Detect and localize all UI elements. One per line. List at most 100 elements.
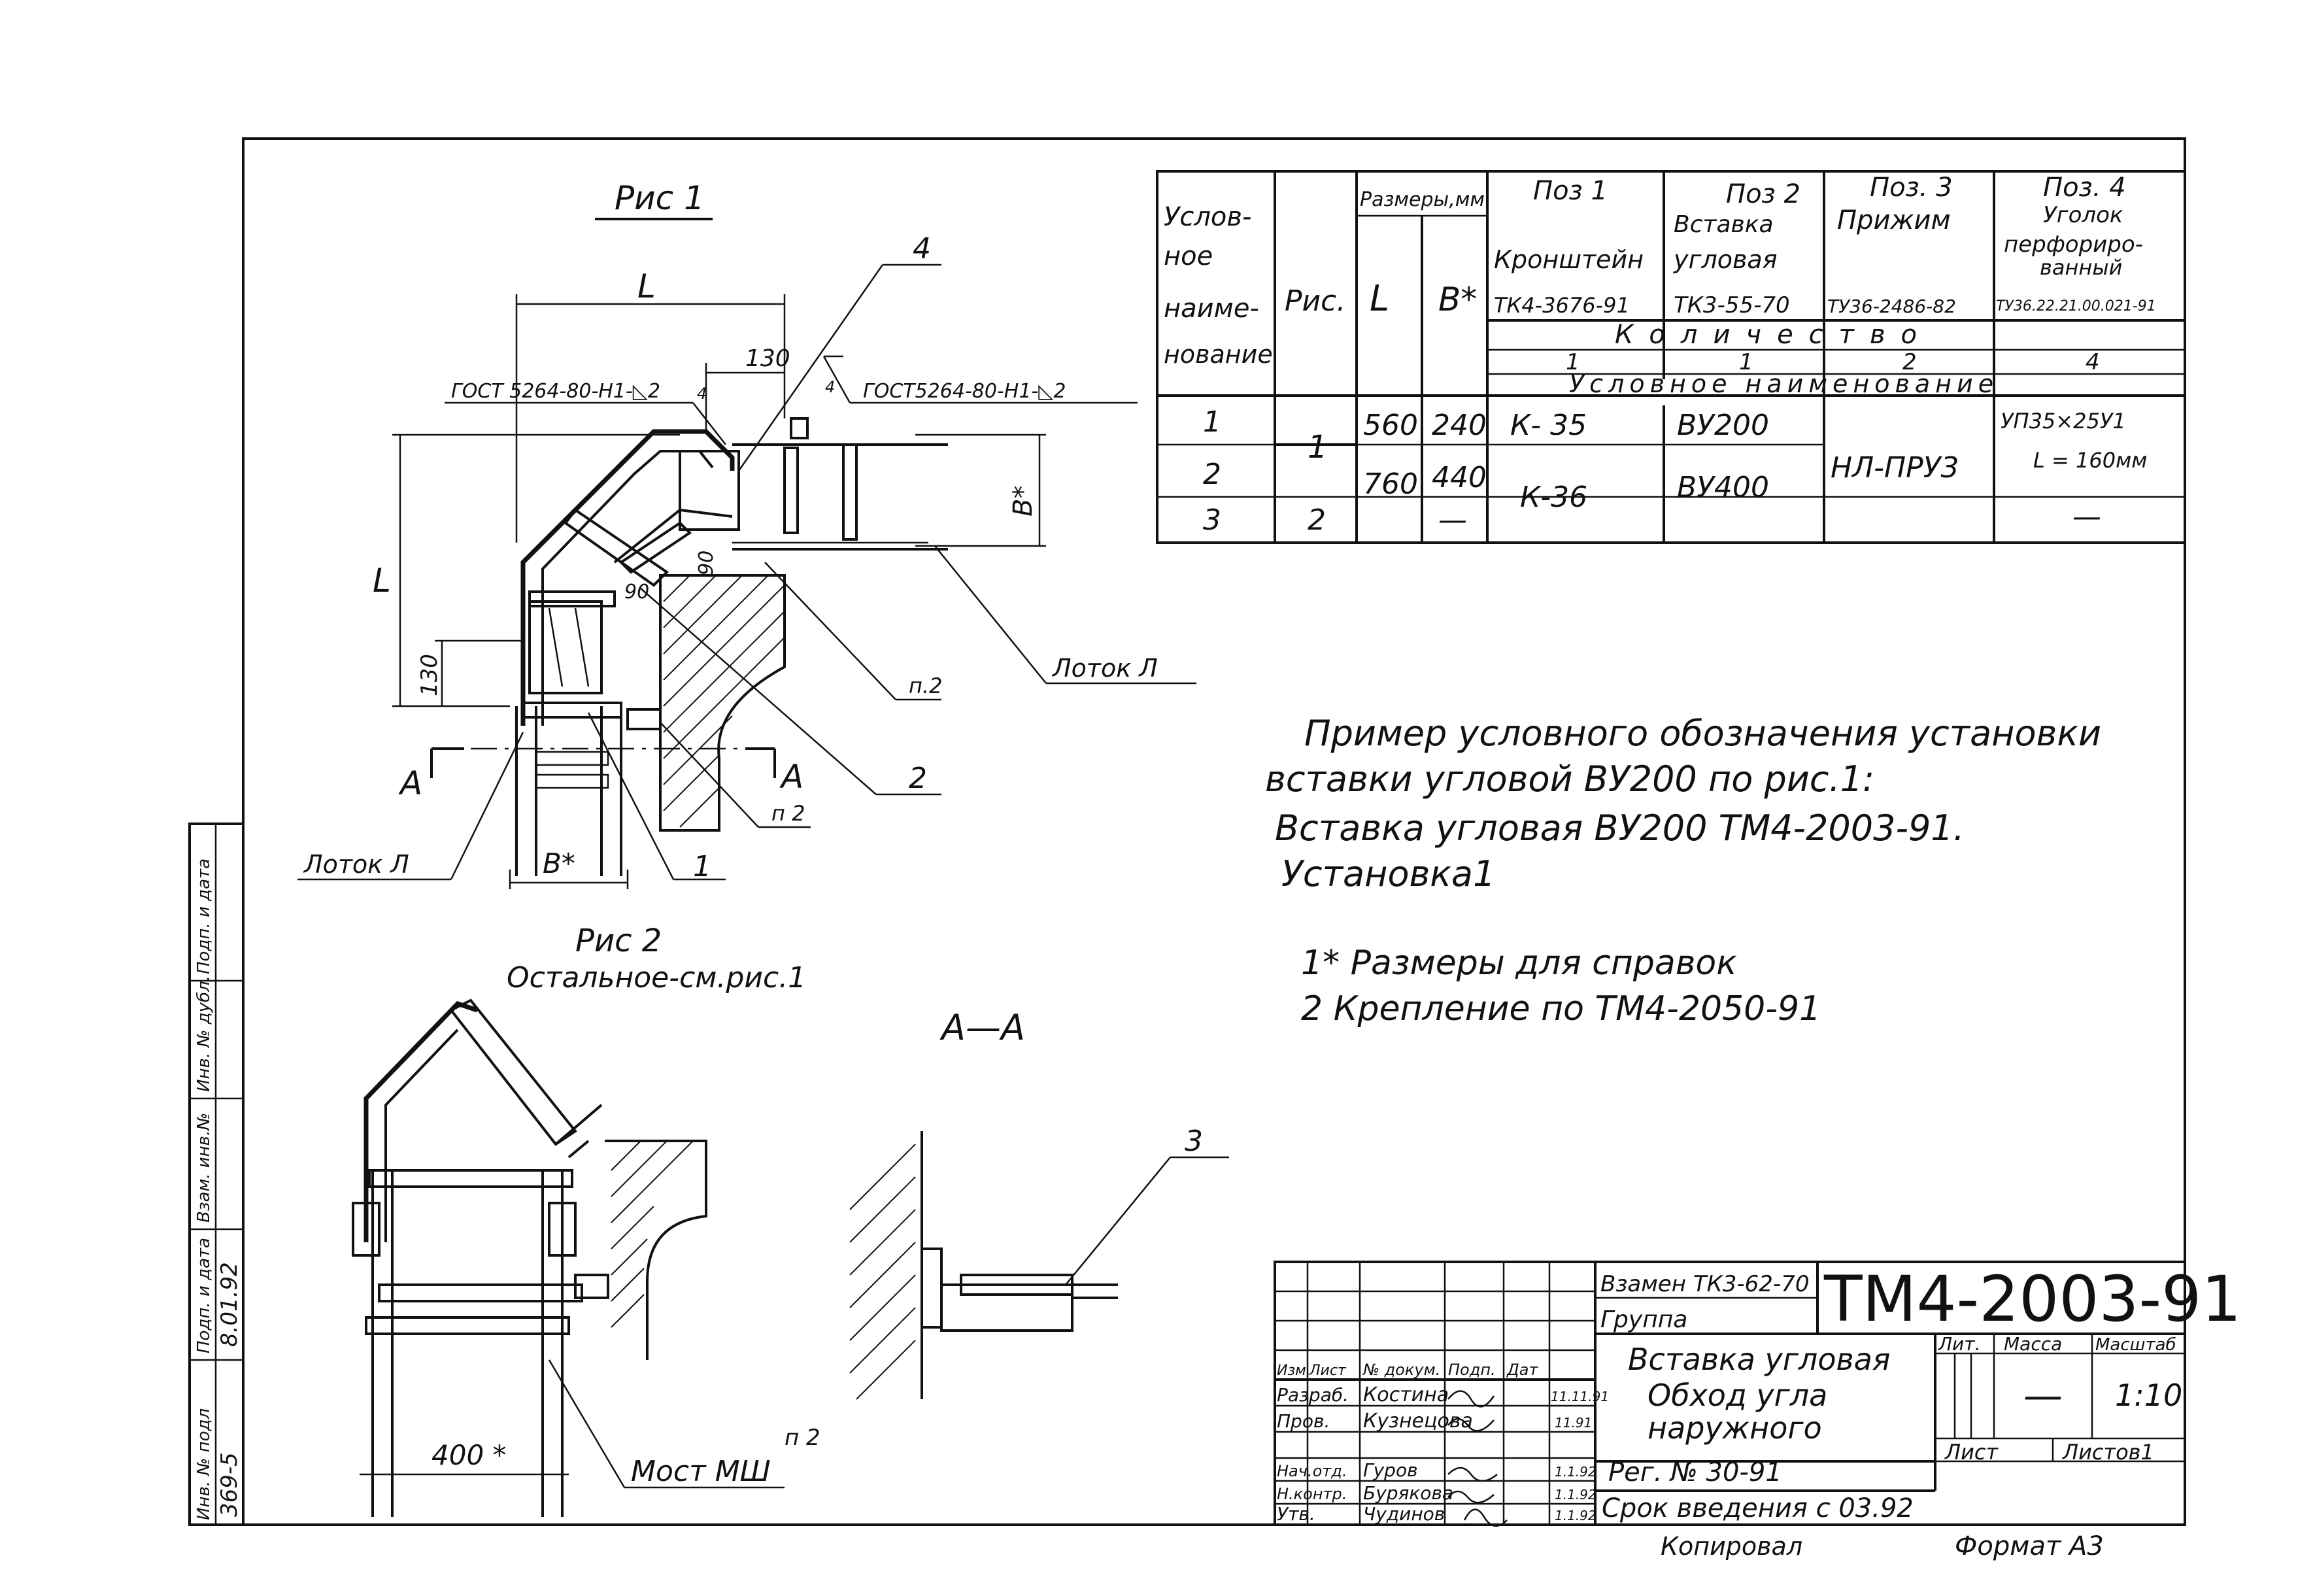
th-naming-2: ное (1164, 241, 1213, 271)
th-pos1-b: Кронштейн (1494, 245, 1644, 274)
tb-name-1: Костина (1363, 1384, 1449, 1406)
tb-date-1: 11.11.91 (1551, 1389, 1609, 1404)
tb-mass-label: Масса (2004, 1333, 2062, 1355)
lotok-right: Лоток Л (1051, 654, 1158, 683)
tb-col-doc: № докум. (1362, 1361, 1440, 1379)
th-pos3-b: Прижим (1837, 205, 1951, 235)
dim-L-top: L (637, 267, 656, 305)
tb-mass-value: — (2023, 1373, 2063, 1419)
wall-hatch-section (849, 1144, 916, 1400)
tb-name-5: Бурякова (1363, 1482, 1453, 1504)
stamp-inv-value: 369-5 (216, 1452, 243, 1517)
tb-reg: Рег. № 30-91 (1608, 1457, 1782, 1487)
signature-4 (1447, 1490, 1495, 1504)
th-naming-4: нование (1164, 340, 1273, 369)
callout-p2-a: п.2 (909, 673, 942, 698)
row1-pos3: НЛ-ПРУ3 (1831, 451, 1959, 484)
row3-B: — (1438, 503, 1467, 537)
tb-col-sign: Подп. (1448, 1361, 1496, 1379)
th-pos2-d: ТК3-55-70 (1674, 292, 1790, 318)
tb-copied: Копировал (1661, 1532, 1802, 1561)
th-fig: Рис. (1285, 284, 1345, 318)
tb-date-6: 1.1.92 (1555, 1508, 1597, 1523)
row1-pos4-b: L = 160мм (2033, 448, 2147, 473)
stamp-cell-1: Подп. и дата (194, 858, 214, 974)
tb-date-5: 1.1.92 (1555, 1487, 1597, 1503)
tray-bend-outer (520, 429, 735, 726)
gost-left: ГОСТ 5264-80-Н1-◺2 (451, 380, 660, 403)
section-A-right: А (779, 758, 803, 796)
stamp-date-value: 8.01.92 (216, 1262, 243, 1347)
dim-L-side: L (373, 562, 391, 600)
th-sizes: Размеры,мм (1360, 188, 1485, 211)
tb-role-2: Пров. (1277, 1410, 1330, 1432)
th-cond-naming: Условное наименование (1569, 369, 1999, 398)
th-naming-1: Услов- (1164, 202, 1251, 232)
stamp-cell-4: Подп. и дата (194, 1238, 214, 1353)
th-pos4-c: перфориро- (2004, 231, 2143, 258)
dim-B-bottom: В* (543, 847, 575, 879)
callout-4: 4 (913, 232, 931, 265)
callout-3: 3 (1185, 1125, 1203, 1158)
signature-1 (1447, 1390, 1495, 1408)
tb-col-izm: Изм. (1277, 1363, 1311, 1379)
row1-B: 240 (1432, 409, 1487, 442)
row1-pos1: К- 35 (1510, 409, 1587, 442)
row2-pos1: К-36 (1520, 481, 1587, 514)
row1-fig: 1 (1308, 429, 1328, 466)
row3-n: 3 (1203, 503, 1221, 537)
side-stamp: Подп. и дата Инв. № дубл. Взам. инв.№ По… (188, 823, 245, 1526)
tb-role-1: Разраб. (1277, 1384, 1349, 1406)
tb-title-2: Обход угла (1647, 1378, 1827, 1413)
example-line3: Вставка угловая ВУ200 ТМ4-2003-91. (1275, 807, 1965, 849)
tb-sheet-label: Лист (1944, 1440, 1999, 1465)
tb-name-2: Кузнецова (1363, 1410, 1473, 1433)
dim-130-side: 130 (416, 654, 443, 696)
section-A-left: А (398, 764, 422, 802)
th-pos2-a: Поз 2 (1726, 179, 1800, 209)
callout-2: 2 (909, 762, 927, 795)
spec-table: Услов- ное наиме- нование Рис. Размеры,м… (1156, 170, 2186, 544)
dim-130-top: 130 (745, 345, 790, 372)
tb-lit-label: Лит. (1938, 1333, 1980, 1355)
tb-name-6: Чудинов (1363, 1503, 1445, 1525)
dim-400: 400 * (431, 1439, 507, 1471)
fig2-title: Рис 2 (575, 923, 662, 959)
row1-L: 560 (1363, 409, 1418, 442)
tb-role-4: Нач.отд. (1277, 1462, 1347, 1480)
row3-fig: 2 (1308, 503, 1326, 537)
fig2-subtitle: Остальное-см.рис.1 (507, 961, 806, 994)
callout-p2-b: п 2 (771, 801, 805, 826)
tb-date-4: 1.1.92 (1555, 1464, 1597, 1480)
weld-4-right: 4 (825, 378, 835, 396)
tb-name-4: Гуров (1363, 1459, 1418, 1481)
gost-right: ГОСТ5264-80-Н1-◺2 (863, 380, 1066, 403)
section-title: А—А (939, 1007, 1025, 1048)
th-qty-2: 1 (1739, 349, 1753, 375)
th-pos1-a: Поз 1 (1533, 176, 1608, 206)
tb-col-date: Дат (1506, 1361, 1538, 1379)
th-pos3-a: Поз. 3 (1870, 173, 1953, 203)
row2-L: 760 (1363, 467, 1418, 501)
dim-B-right: В* (1008, 486, 1038, 517)
th-qty-1: 1 (1566, 349, 1580, 375)
example-line2: вставки угловой ВУ200 по рис.1: (1265, 758, 1874, 800)
th-pos3-c: ТУ36-2486-82 (1827, 296, 1956, 317)
tb-title-1: Вставка угловая (1628, 1342, 1890, 1377)
row2-B: 440 (1432, 461, 1487, 494)
row2-pos2: ВУ400 (1677, 471, 1769, 504)
signature-5 (1463, 1508, 1508, 1527)
stamp-cell-3: Взам. инв.№ (194, 1113, 214, 1223)
th-B: В* (1438, 280, 1477, 318)
tb-title-3: наружного (1647, 1410, 1822, 1446)
th-naming-3: наиме- (1164, 294, 1259, 324)
notes: Пример условного обозначения установки в… (1265, 713, 2101, 1028)
th-pos4-a: Поз. 4 (2043, 173, 2126, 203)
tb-role-5: Н.контр. (1277, 1485, 1347, 1503)
example-line4: Установка1 (1281, 853, 1495, 894)
fig2-callout-p2: п 2 (785, 1425, 820, 1451)
title-block: Взамен ТК3-62-70 Группа ТМ4-2003-91 Вста… (1274, 1261, 2241, 1561)
note-1: 1* Размеры для справок (1301, 943, 1737, 983)
tb-format: Формат А3 (1955, 1531, 2104, 1561)
tb-sheets-label: Листов1 (2062, 1440, 2154, 1465)
